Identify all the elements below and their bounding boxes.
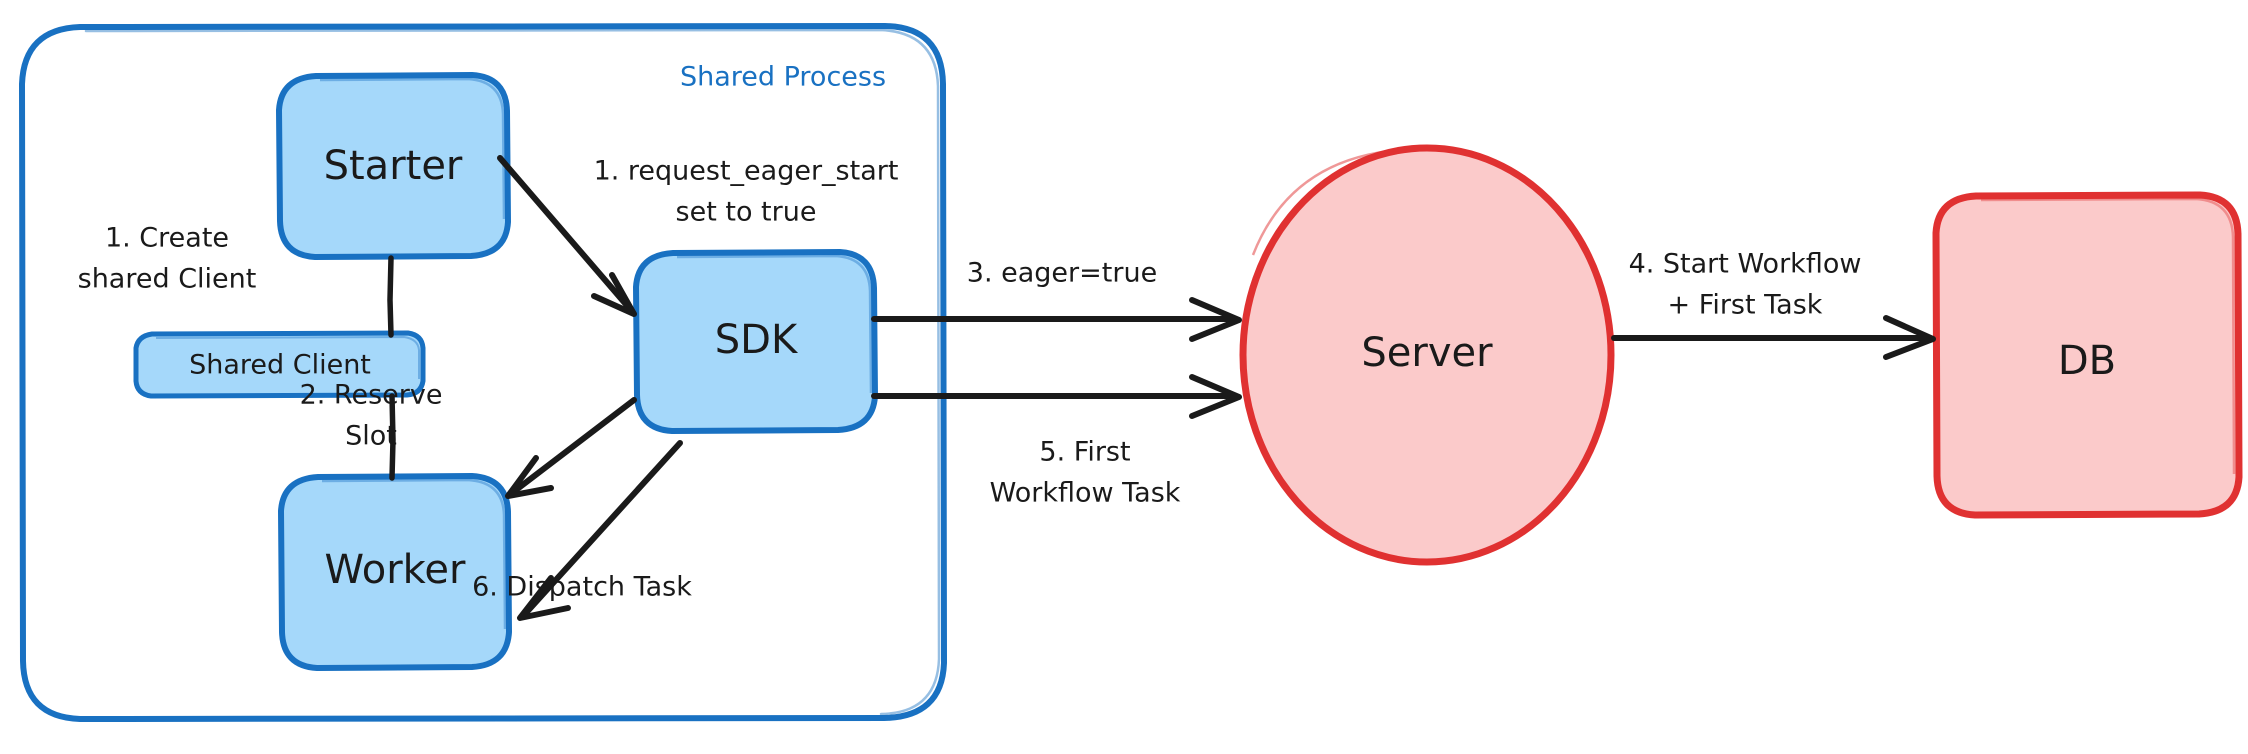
worker-shape <box>278 473 512 671</box>
edge-arrowhead-3 <box>505 455 554 499</box>
shared-process-border-sketch <box>84 28 941 716</box>
edge-sdk-worker-dispatch: 6. Dispatch Task <box>472 440 692 621</box>
server-shape <box>1239 144 1615 566</box>
starter-shape-sketch <box>319 77 506 220</box>
edge-arrowhead-5 <box>1883 315 1936 360</box>
edge-label-6-line2: Workflow Task <box>990 478 1181 509</box>
starter-label: Starter <box>324 143 463 189</box>
edge-line-1 <box>387 255 394 338</box>
db-shape-sketch <box>1980 197 2236 475</box>
starter-shape <box>276 72 511 260</box>
edge-label-4-line1: 3. eager=true <box>967 258 1157 289</box>
shared-process-label: Shared Process <box>680 62 886 93</box>
edge-starter-sdk: 1. request_eager_start set to true <box>497 155 899 317</box>
edge-label-7-line1: 6. Dispatch Task <box>472 572 692 603</box>
edge-starter-shared-client: 1. Create shared Client <box>78 223 394 338</box>
edge-label-2-line1: 1. request_eager_start <box>594 156 899 187</box>
sdk-label: SDK <box>715 317 799 363</box>
edge-arrowhead-6 <box>1189 374 1242 419</box>
shared-process-border <box>19 23 947 722</box>
edge-label-2-line2: set to true <box>676 197 817 228</box>
worker-label: Worker <box>325 547 466 593</box>
edge-line-1b <box>389 393 396 481</box>
shared-process-group: Shared Process <box>19 23 947 722</box>
shared-client-shape <box>133 330 426 399</box>
edge-sdk-worker-reserve: 2. Reserve Slot <box>300 380 637 499</box>
edge-arrowhead-2 <box>591 272 637 317</box>
node-db[interactable]: DB <box>1932 191 2243 519</box>
shared-client-shape-sketch <box>155 335 420 379</box>
node-server[interactable]: Server <box>1239 144 1615 566</box>
edge-label-6-line1: 5. First <box>1039 437 1130 468</box>
edge-line-2 <box>497 155 633 312</box>
edge-line-7 <box>522 440 683 617</box>
edge-shared-client-worker <box>389 393 396 481</box>
edge-label-1-line2: shared Client <box>78 264 257 295</box>
worker-shape-sketch <box>321 478 507 630</box>
shared-client-label: Shared Client <box>189 350 371 381</box>
node-sdk[interactable]: SDK <box>633 249 878 434</box>
edge-label-5-line1: 4. Start Workflow <box>1629 249 1862 280</box>
edge-label-1-line1: 1. Create <box>105 223 229 254</box>
node-worker[interactable]: Worker <box>278 473 512 671</box>
edge-arrowhead-7 <box>517 575 571 621</box>
sdk-shape <box>633 249 878 434</box>
edge-label-3-line2: Slot <box>345 421 397 452</box>
edge-sdk-server: 3. eager=true <box>871 258 1242 342</box>
server-shape-sketch <box>1251 148 1399 256</box>
server-label: Server <box>1361 330 1493 376</box>
edge-label-3-line1: 2. Reserve <box>300 380 443 411</box>
edge-label-5-line2: + First Task <box>1668 290 1823 321</box>
db-label: DB <box>2058 338 2116 384</box>
sdk-shape-sketch <box>676 254 873 394</box>
edge-server-sdk: 5. First Workflow Task <box>871 374 1242 509</box>
node-starter[interactable]: Starter <box>276 72 511 260</box>
node-shared-client[interactable]: Shared Client <box>133 330 426 399</box>
edge-line-3 <box>509 397 637 496</box>
db-shape <box>1932 191 2243 519</box>
edge-arrowhead-4 <box>1189 297 1242 342</box>
edge-server-db: 4. Start Workflow + First Task <box>1611 249 1936 360</box>
